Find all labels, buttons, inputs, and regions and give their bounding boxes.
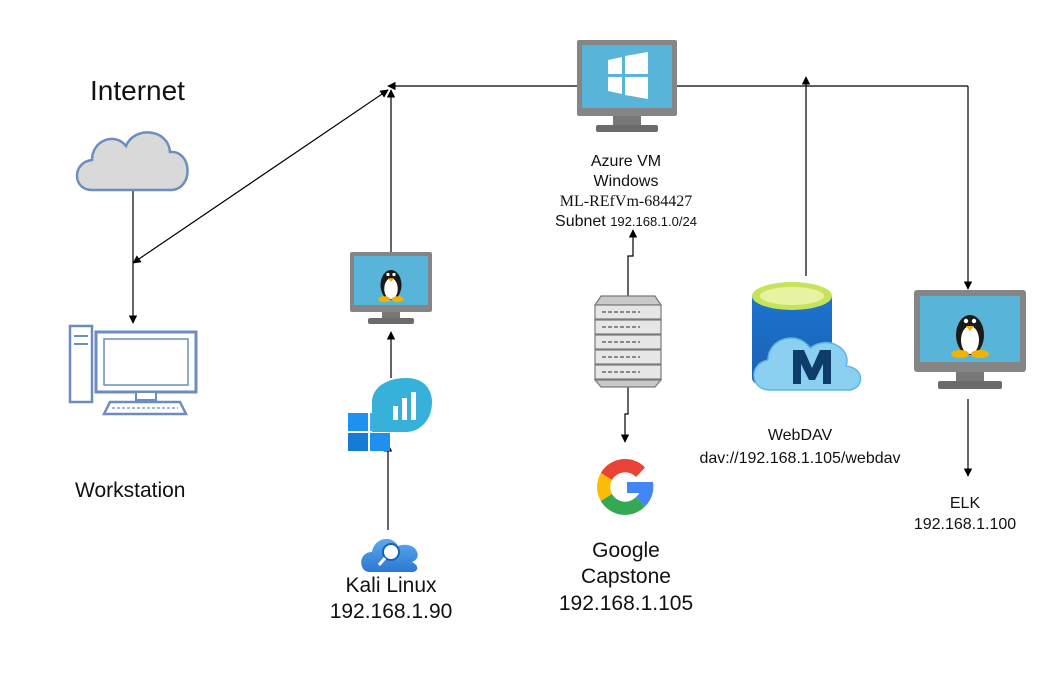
google-logo-icon bbox=[597, 459, 654, 515]
webdav-label: WebDAV dav://192.168.1.105/webdav bbox=[680, 424, 920, 470]
azure-vm-subnet: Subnet 192.168.1.0/24 bbox=[540, 212, 712, 232]
cloud-search-icon bbox=[361, 538, 418, 572]
webdav-url: dav://192.168.1.105/webdav bbox=[699, 450, 901, 468]
subnet-value: 192.168.1.0/24 bbox=[610, 214, 697, 229]
kali-ip: 192.168.1.90 bbox=[329, 600, 453, 624]
link-bus-to-workstation bbox=[132, 89, 389, 264]
azure-vm-title: Azure VM bbox=[590, 153, 662, 170]
server-rack-icon bbox=[593, 295, 663, 388]
workstation-label: Workstation bbox=[75, 479, 186, 502]
link-server-to-azure bbox=[627, 229, 638, 296]
kali-label: Kali Linux 192.168.1.90 bbox=[316, 573, 466, 626]
azure-vm-label: Azure VM Windows ML-REfVm-684427 Subnet … bbox=[540, 152, 712, 232]
azure-vm-os: Windows bbox=[593, 173, 659, 190]
google-subtitle: Capstone bbox=[581, 565, 671, 589]
azure-blob-database-icon bbox=[752, 282, 862, 391]
azure-monitor-insights-icon bbox=[348, 378, 432, 451]
elk-ip: 192.168.1.100 bbox=[913, 515, 1017, 533]
subnet-word: Subnet bbox=[555, 213, 606, 230]
azure-vm-name: ML-REfVm-684427 bbox=[559, 193, 693, 210]
google-name: Google bbox=[592, 539, 660, 562]
webdav-name: WebDAV bbox=[767, 427, 833, 444]
connectors bbox=[128, 76, 973, 530]
google-ip: 192.168.1.105 bbox=[558, 591, 694, 615]
linux-monitor-icon bbox=[914, 290, 1026, 389]
internet-label: Internet bbox=[90, 75, 185, 106]
google-label: Google Capstone 192.168.1.105 bbox=[540, 538, 712, 617]
windows-monitor-icon bbox=[577, 40, 677, 132]
elk-name: ELK bbox=[949, 495, 981, 512]
link-server-to-google bbox=[620, 386, 630, 443]
cloud-icon bbox=[75, 131, 189, 192]
linux-monitor-icon bbox=[350, 252, 432, 324]
elk-label: ELK 192.168.1.100 bbox=[900, 494, 1030, 536]
kali-name: Kali Linux bbox=[345, 574, 437, 597]
workstation-pc-icon bbox=[68, 324, 198, 416]
